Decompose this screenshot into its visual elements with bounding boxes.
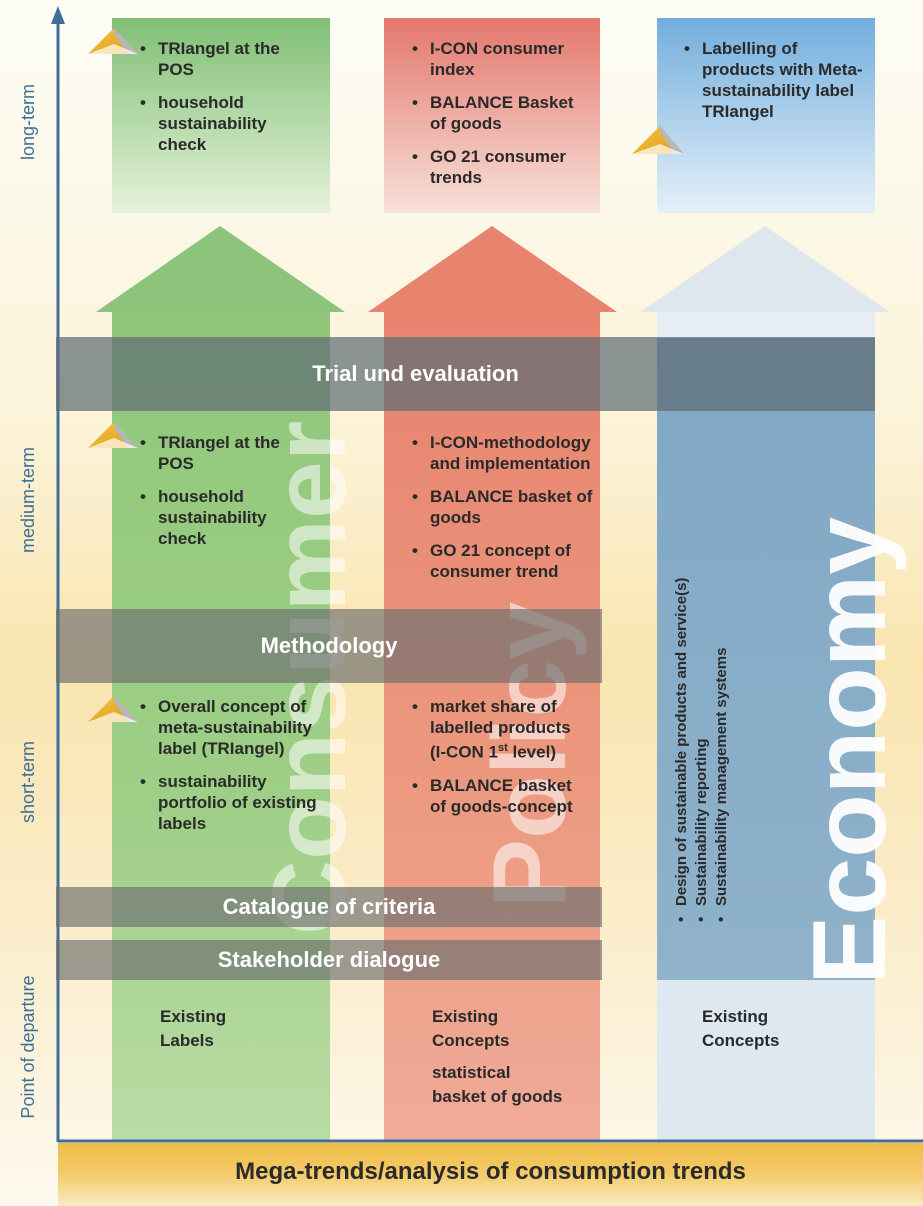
policy-longterm-list: I-CON consumer index BALANCE Basket of g… (408, 38, 588, 200)
consumer-shortterm-list: Overall concept of meta-sustainability l… (136, 696, 322, 846)
band-trial-label: Trial und evaluation (312, 361, 519, 386)
list-item: I-CON-methodology and implementation (408, 432, 598, 474)
economy-arrow-head (640, 226, 890, 312)
list-item: Sustainability reporting (692, 524, 712, 924)
consumer-mediumterm-list: TRIangel at the POS household sustainabi… (136, 432, 316, 561)
departure-line: Concepts (702, 1031, 780, 1050)
policy-arrow-head (368, 226, 617, 312)
vertical-axis-arrowhead (51, 6, 65, 24)
economy-column-title: Economy (792, 516, 908, 985)
economy-shortterm-list: Design of sustainable products and servi… (672, 524, 736, 924)
list-item: Sustainability management systems (712, 524, 732, 924)
list-item: GO 21 consumer trends (408, 146, 588, 188)
list-item: TRIangel at the POS (136, 432, 316, 474)
footer-label: Mega-trends/analysis of consumption tren… (235, 1158, 746, 1185)
item-text-tail: level) (507, 742, 556, 762)
policy-mediumterm-list: I-CON-methodology and implementation BAL… (408, 432, 598, 594)
list-item: BALANCE Basket of goods (408, 92, 588, 134)
band-trial-evaluation: Trial und evaluation (56, 337, 875, 411)
departure-line: basket of goods (432, 1087, 563, 1106)
economy-departure-text: Existing Concepts (702, 1005, 779, 1053)
departure-line: Existing (160, 1007, 227, 1026)
list-item: Labelling of products with Meta-sustaina… (680, 38, 872, 122)
band-catalogue-label: Catalogue of criteria (222, 894, 436, 919)
list-item: GO 21 concept of consumer trend (408, 540, 598, 582)
axis-label-medium-term: medium-term (18, 447, 38, 554)
list-item: Design of sustainable products and servi… (672, 524, 692, 924)
list-item: TRIangel at the POS (136, 38, 316, 80)
list-item: I-CON consumer index (408, 38, 588, 80)
list-item: market share of labelled products (I-CON… (408, 696, 588, 763)
list-item: BALANCE basket of goods-concept (408, 775, 588, 817)
policy-departure-text: Existing Concepts statistical basket of … (432, 1005, 562, 1109)
economy-arrow-neck (657, 312, 875, 338)
consumer-longterm-list: TRIangel at the POS household sustainabi… (136, 38, 316, 167)
band-methodology: Methodology (56, 609, 602, 683)
departure-line: Labels (160, 1031, 214, 1050)
departure-line: Existing (432, 1007, 499, 1026)
band-stakeholder: Stakeholder dialogue (56, 940, 602, 980)
departure-line: statistical (432, 1063, 511, 1082)
axis-label-point-of-departure: Point of departure (18, 975, 38, 1119)
axis-label-short-term: short-term (18, 741, 38, 824)
departure-line: Existing (702, 1007, 769, 1026)
triangle-logo-icon (632, 126, 684, 154)
band-catalogue: Catalogue of criteria (56, 887, 602, 927)
ordinal-suffix: st (498, 742, 508, 754)
policy-shortterm-list: market share of labelled products (I-CON… (408, 696, 588, 829)
consumer-arrow-head (96, 226, 345, 312)
triangle-logo-icon (88, 696, 138, 722)
band-methodology-label: Methodology (260, 633, 398, 658)
footer-band (58, 1143, 923, 1206)
band-stakeholder-label: Stakeholder dialogue (217, 947, 441, 972)
list-item: BALANCE basket of goods (408, 486, 598, 528)
axis-label-long-term: long-term (18, 83, 38, 161)
consumer-departure-text: Existing Labels (160, 1005, 226, 1053)
list-item: Overall concept of meta-sustainability l… (136, 696, 322, 759)
triangle-logo-icon (88, 28, 138, 54)
list-item: household sustainability check (136, 486, 316, 549)
list-item: household sustainability check (136, 92, 316, 155)
item-text: market share of labelled products (I-CON… (430, 697, 571, 762)
triangle-logo-icon (88, 422, 138, 448)
list-item: sustainability portfolio of existing lab… (136, 771, 322, 834)
economy-longterm-list: Labelling of products with Meta-sustaina… (680, 38, 872, 134)
departure-line: Concepts (432, 1031, 510, 1050)
economy-column-lower (657, 980, 875, 1140)
